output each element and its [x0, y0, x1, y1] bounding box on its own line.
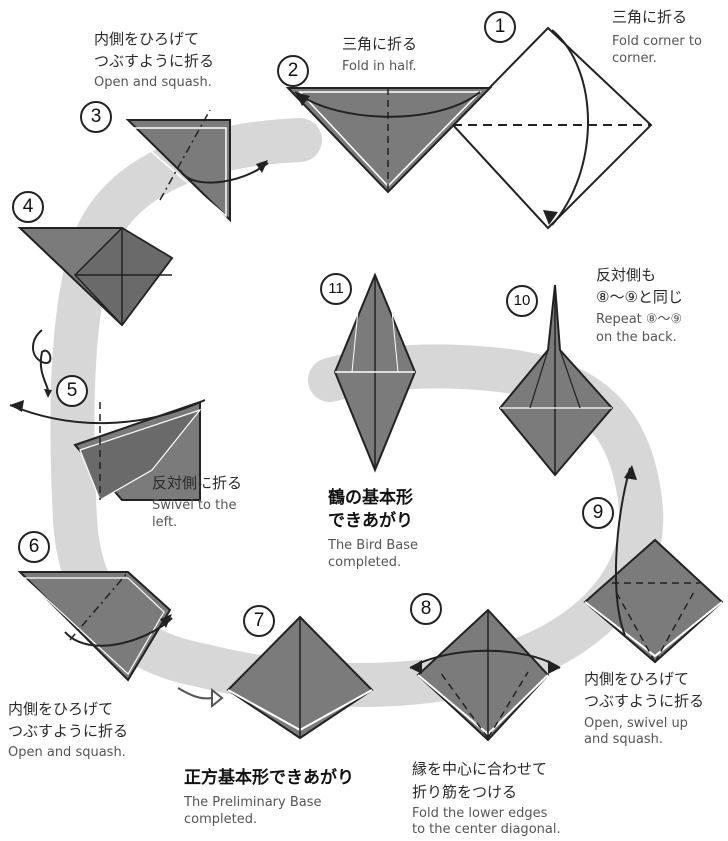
step-8-en-label-line2: to the center diagonal. [412, 822, 561, 838]
step-1-en-label-line1: Fold corner to [612, 34, 702, 50]
step-4-number: 4 [12, 191, 44, 223]
step-6-jp-label-line1: 内側をひろげて [8, 700, 113, 718]
step-2-number: 2 [277, 55, 309, 87]
step-10-jp-label-line1: 反対側も [596, 266, 656, 284]
step-2-en-label: Fold in half. [342, 59, 417, 75]
step-11-jp-label-line1: 鶴の基本形 [328, 488, 413, 508]
step-5-number: 5 [56, 375, 88, 407]
step-6-number: 6 [18, 531, 50, 563]
step-7-figure [228, 617, 372, 738]
step-10-en-label-line1: Repeat ⑧〜⑨ [596, 312, 682, 328]
step-9-jp-label-line2: つぶすように折る [584, 692, 704, 710]
step-3-number: 3 [80, 101, 112, 133]
step-8-en-label-line1: Fold the lower edges [412, 806, 547, 822]
turn-over-icon [33, 330, 52, 398]
step-1-en-label-line2: corner. [612, 51, 657, 67]
step-9-number: 9 [582, 497, 614, 529]
step-11-figure [335, 275, 415, 470]
step-1-jp-label: 三角に折る [612, 8, 687, 26]
step-9-en-label-line1: Open, swivel up [584, 716, 688, 732]
step-8-jp-label-line2: 折り筋をつける [412, 783, 517, 801]
step-6-jp-label-line2: つぶすように折る [8, 722, 128, 740]
step-11-number: 11 [320, 273, 352, 305]
step-1-number: 1 [484, 11, 516, 43]
step-11-en-label-line2: completed. [328, 555, 401, 571]
step-8-jp-label-line1: 縁を中心に合わせて [412, 760, 547, 778]
step-11-jp-label-line2: できあがり [328, 511, 413, 531]
step-3-jp-label-line1: 内側をひろげて [94, 30, 199, 48]
step-3-en-label: Open and squash. [94, 75, 212, 91]
step-10-jp-label-line2: ⑧〜⑨と同じ [596, 288, 683, 306]
step-8-number: 8 [410, 593, 442, 625]
step-9-jp-label-line1: 内側をひろげて [584, 670, 689, 688]
step-3-jp-label-line2: つぶすように折る [94, 52, 214, 70]
step-5-en-label-line1: Swivel to the [152, 498, 236, 514]
step-10-en-label-line2: on the back. [596, 330, 677, 346]
step-9-en-label-line2: and squash. [584, 732, 663, 748]
step-7-en-label-line1: The Preliminary Base [184, 795, 322, 811]
step-7-en-label-line2: completed. [184, 812, 257, 828]
step-2-jp-label: 三角に折る [342, 35, 417, 53]
step-7-jp-label: 正方基本形できあがり [184, 768, 354, 788]
step-6-en-label: Open and squash. [8, 745, 126, 761]
step-10-number: 10 [506, 285, 538, 317]
step-11-en-label-line1: The Bird Base [328, 538, 418, 554]
step-5-jp-label: 反対側に折る [152, 474, 242, 492]
step-5-en-label-line2: left. [152, 515, 177, 531]
step-7-number: 7 [243, 605, 275, 637]
